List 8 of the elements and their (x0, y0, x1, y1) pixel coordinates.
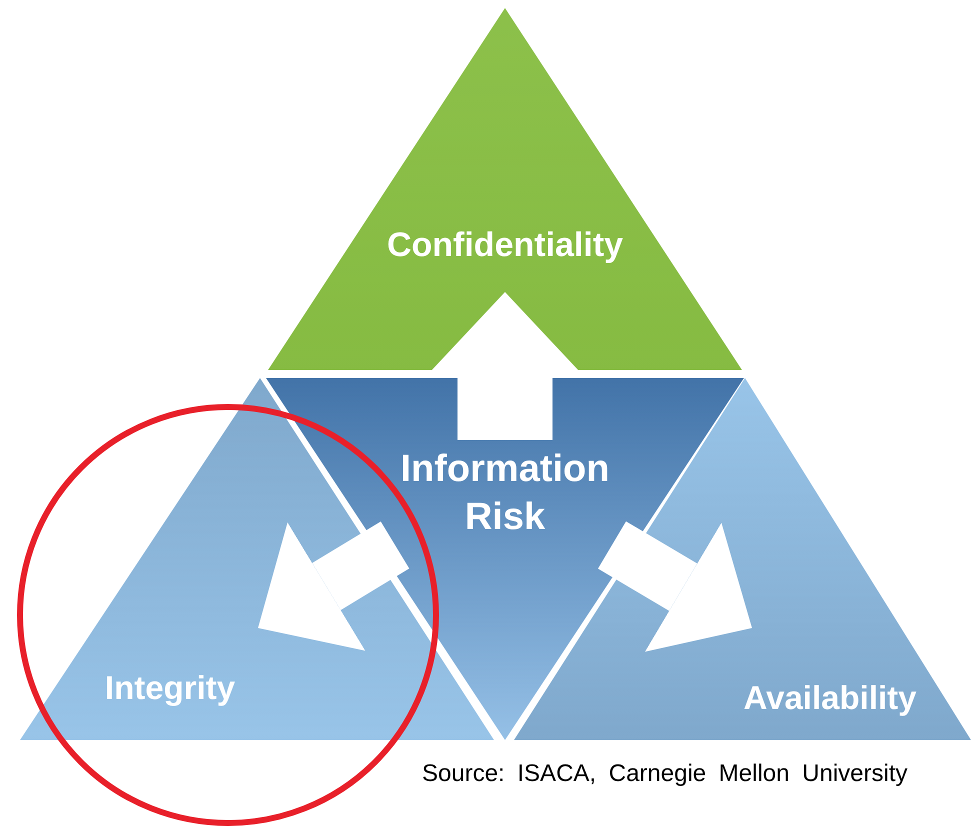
node-label: Integrity (104, 668, 236, 708)
node-label: Information Risk (400, 447, 610, 540)
block-arrow (430, 292, 580, 440)
block-arrow (598, 521, 752, 652)
node-label: Availability (742, 678, 918, 718)
source-note: Source: ISACA, Carnegie Mellon University (422, 760, 908, 788)
node-label: Confidentiality (386, 225, 624, 266)
triangle (268, 8, 742, 372)
